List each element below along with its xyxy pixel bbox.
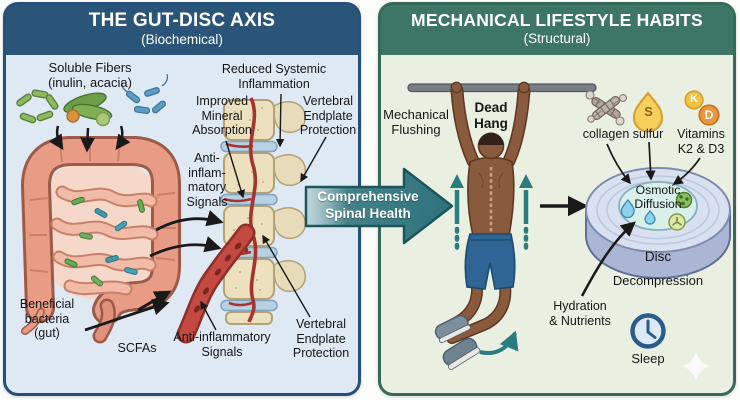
sulfur-symbol: S (644, 104, 653, 119)
label-vitamins-k2-d3: Vitamins K2 & D3 (677, 127, 725, 156)
label-beneficial-bacteria: Beneficial bacteria (gut) (19, 297, 75, 340)
vitamin-k-letter: K (690, 93, 698, 105)
label-osmotic-diffusion: Osmotic Diffusion (634, 183, 682, 212)
label-anti-inflammatory-signals-bottom: Anti-inflammatory Signals (173, 330, 271, 359)
label-hydration-nutrients: Hydration & Nutrients (549, 299, 611, 328)
label-improved-mineral-absorption: Improved Mineral Absorption (192, 94, 252, 137)
label-dead-hang: Dead Hang (474, 100, 508, 131)
left-panel-title: THE GUT-DISC AXIS (88, 10, 276, 31)
label-reduced-systemic-inflammation: Reduced Systemic Inflammation (221, 62, 327, 91)
label-anti-inflammatory-signals-mid: Anti- inflam- matory Signals (186, 151, 228, 209)
left-panel-subtitle: (Biochemical) (141, 32, 223, 47)
label-mechanical-flushing: Mechanical Flushing (383, 107, 449, 138)
left-panel-header: THE GUT-DISC AXIS (Biochemical) (6, 5, 358, 55)
label-sulfur: sulfur (632, 127, 664, 141)
right-panel-subtitle: (Structural) (523, 31, 591, 46)
vitamin-d-letter: D (704, 108, 714, 122)
label-scfas: SCFAs (117, 341, 157, 355)
label-disc: Disc (644, 249, 672, 264)
label-sleep: Sleep (631, 351, 665, 366)
label-comprehensive-spinal-health: Comprehensive Spinal Health (317, 189, 419, 221)
label-decompression: Decompression (612, 273, 704, 288)
label-soluble-fibers: Soluble Fibers (inulin, acacia) (48, 60, 132, 91)
right-panel-header: MECHANICAL LIFESTYLE HABITS (Structural) (381, 5, 733, 55)
label-vertebral-endplate-protection-top: Vertebral Endplate Protection (299, 94, 357, 137)
right-panel-title: MECHANICAL LIFESTYLE HABITS (411, 10, 703, 30)
label-vertebral-endplate-protection-bottom: Vertebral Endplate Protection (292, 317, 350, 360)
label-collagen: collagen (582, 127, 630, 141)
